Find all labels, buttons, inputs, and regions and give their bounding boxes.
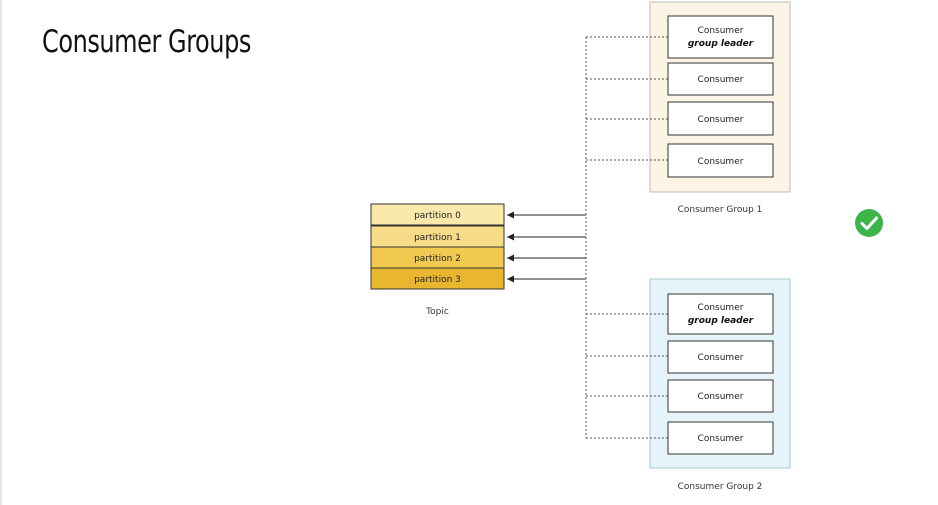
consumer-box [667,293,774,335]
consumer-box [667,340,774,374]
group-leader-label: group leader [688,39,754,49]
slide-title: Consumer Groups [42,24,251,60]
consumer-label: Consumer [698,353,744,363]
consumer-box [667,379,774,413]
partition-3-label: partition 3 [414,275,461,285]
partition-2-label: partition 2 [414,254,461,264]
partition-0-label: partition 0 [414,211,461,221]
partition-1-label: partition 1 [414,233,461,243]
consumer-label: Consumer [698,157,744,167]
consumer-label: Consumer [698,434,744,444]
consumer-box [667,15,774,59]
consumer-label: Consumer [698,392,744,402]
group-leader-label: group leader [688,316,754,326]
check-circle-icon [855,209,883,237]
topic-label: Topic [425,307,449,317]
topic: partition 0 partition 1 partition 2 part… [370,203,505,317]
partition-arrows [507,211,586,283]
consumer-label: Consumer [698,115,744,125]
left-edge-divider [0,0,2,505]
consumer-group-2-label: Consumer Group 2 [678,482,763,492]
partition-0-box [370,203,505,226]
consumer-group-2: Consumer group leader Consumer Consumer … [667,293,774,492]
consumer-label: Consumer [698,75,744,85]
partition-3-box [370,267,505,290]
consumer-box [667,143,774,178]
consumer-label: Consumer [698,303,744,313]
consumer-group-1: Consumer group leader Consumer Consumer … [667,15,774,215]
consumer-group-1-label: Consumer Group 1 [678,205,763,215]
consumer-label: Consumer [698,26,744,36]
consumer-box [667,421,774,455]
consumer-box [667,62,774,96]
consumer-box [667,101,774,136]
